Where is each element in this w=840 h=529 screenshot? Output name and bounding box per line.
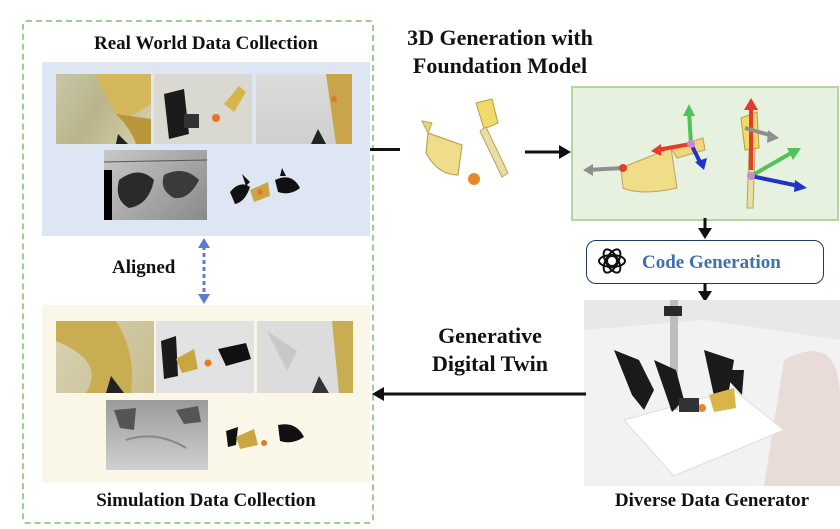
arrow-to-code bbox=[698, 218, 712, 239]
data-collection-frame bbox=[22, 20, 374, 524]
robot-pole bbox=[670, 300, 678, 410]
sim-photo-topview bbox=[156, 321, 254, 393]
real-photo-closeup bbox=[56, 74, 151, 144]
digital-twin-label-line2: Digital Twin bbox=[432, 351, 548, 376]
robot-arm-icon bbox=[614, 350, 744, 412]
real-world-title: Real World Data Collection bbox=[94, 33, 318, 54]
simulation-title: Simulation Data Collection bbox=[96, 490, 316, 511]
sim-depth-image bbox=[106, 400, 208, 470]
generated-objects bbox=[421, 98, 509, 185]
aligned-arrow bbox=[198, 238, 210, 304]
object-pose-panel bbox=[571, 86, 839, 221]
generator-title: Diverse Data Generator bbox=[614, 490, 810, 511]
real-photo-topview bbox=[154, 74, 252, 144]
digital-twin-label: Generative Digital Twin bbox=[390, 322, 590, 378]
brush-icon bbox=[475, 98, 509, 178]
data-generator-scene bbox=[584, 300, 840, 486]
sim-photo-sideview bbox=[257, 321, 353, 393]
connector-line bbox=[370, 148, 400, 151]
code-generation-label: Code Generation bbox=[642, 252, 781, 273]
digital-twin-arrow bbox=[372, 387, 586, 401]
digital-twin-label-line1: Generative bbox=[438, 323, 542, 348]
foundation-title: 3D Generation with Foundation Model bbox=[380, 24, 620, 80]
simulation-panel bbox=[42, 305, 370, 483]
ball-icon bbox=[468, 173, 480, 185]
foundation-title-line1: 3D Generation with bbox=[407, 25, 593, 50]
real-pointcloud bbox=[220, 162, 310, 212]
foundation-title-line2: Foundation Model bbox=[412, 53, 588, 78]
arrow-to-pose-panel bbox=[525, 145, 571, 159]
real-photo-sideview bbox=[256, 74, 352, 144]
arrow-to-generator bbox=[698, 283, 712, 302]
dustpan-icon bbox=[421, 120, 463, 176]
sim-pointcloud bbox=[220, 413, 310, 458]
real-world-panel bbox=[42, 62, 370, 236]
aligned-label: Aligned bbox=[112, 257, 176, 278]
real-depth-image bbox=[104, 150, 207, 220]
sim-photo-closeup bbox=[56, 321, 154, 393]
openai-logo-icon bbox=[598, 248, 626, 274]
